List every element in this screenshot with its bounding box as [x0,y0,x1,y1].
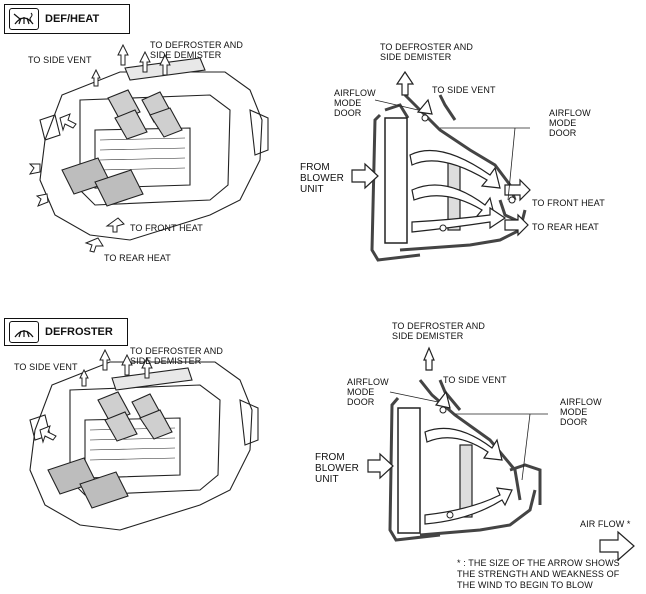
defroster-icon [9,321,39,343]
label-to-defroster: TO DEFROSTER AND SIDE DEMISTER [392,321,485,341]
label-airflow-mode-door: AIRFLOW MODE DOOR [347,377,389,407]
label-to-defroster: TO DEFROSTER AND SIDE DEMISTER [150,40,243,60]
label-from-blower-unit: FROM BLOWER UNIT [300,162,344,195]
label-to-defroster: TO DEFROSTER AND SIDE DEMISTER [380,42,473,62]
label-airflow-mode-door: AIRFLOW MODE DOOR [560,397,602,427]
label-from-blower-unit: FROM BLOWER UNIT [315,452,359,485]
def-heat-mode-badge: DEF/HEAT [4,4,130,34]
label-airflow-mode-door: AIRFLOW MODE DOOR [549,108,591,138]
label-to-defroster: TO DEFROSTER AND SIDE DEMISTER [130,346,223,366]
mode-label: DEFROSTER [45,326,113,338]
label-to-rear-heat: TO REAR HEAT [104,253,171,263]
label-to-front-heat: TO FRONT HEAT [532,198,605,208]
label-to-side-vent: TO SIDE VENT [432,85,496,95]
label-to-side-vent: TO SIDE VENT [443,375,507,385]
label-airflow-mode-door: AIRFLOW MODE DOOR [334,88,376,118]
def-heat-icon [9,8,39,30]
label-to-front-heat: TO FRONT HEAT [130,223,203,233]
label-to-side-vent: TO SIDE VENT [28,55,92,65]
defroster-mode-badge: DEFROSTER [4,318,128,346]
label-to-rear-heat: TO REAR HEAT [532,222,599,232]
label-to-side-vent: TO SIDE VENT [14,362,78,372]
air-flow-legend-label: AIR FLOW * [580,519,631,529]
arrow-size-note: * : THE SIZE OF THE ARROW SHOWS THE STRE… [457,558,620,590]
mode-label: DEF/HEAT [45,13,100,25]
